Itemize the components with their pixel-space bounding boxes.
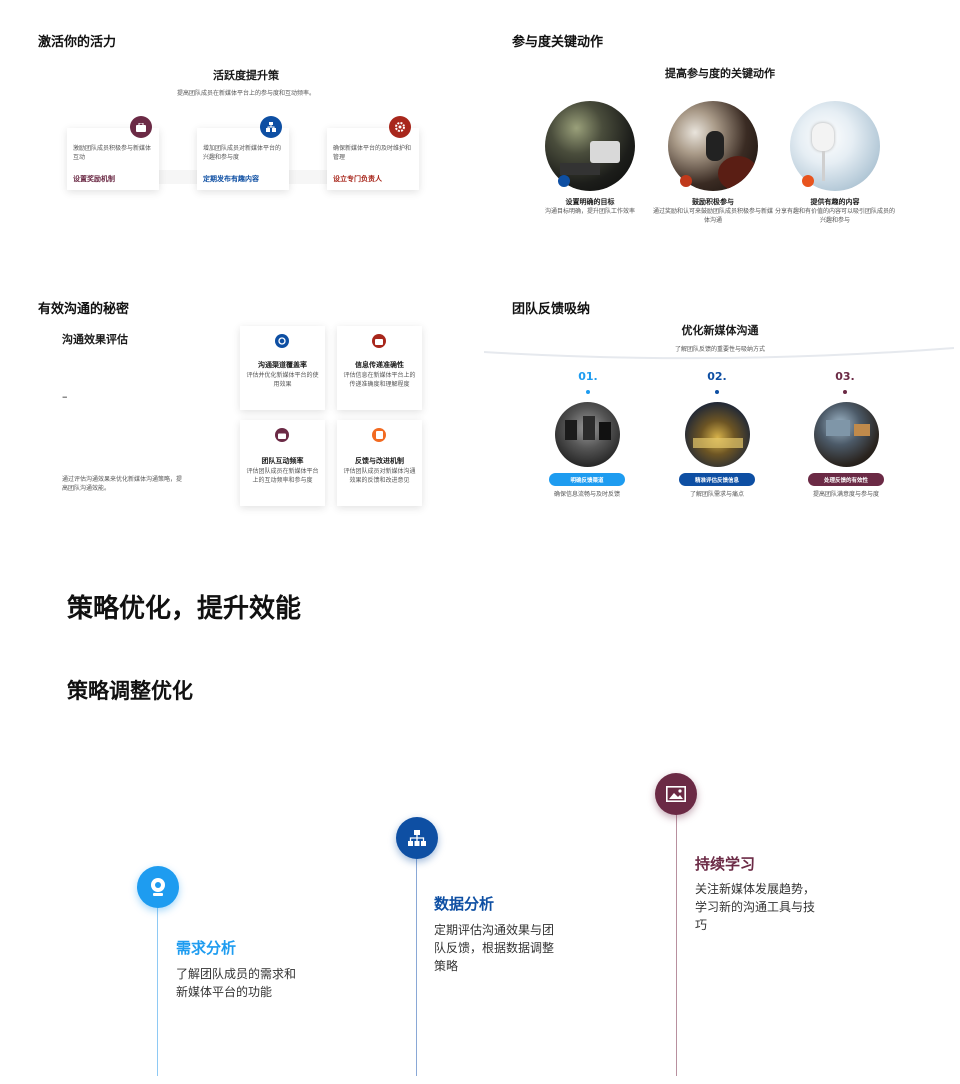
card-desc: 确保新媒体平台的及时维护和管理 <box>333 145 412 161</box>
slide-subtitle: 策略调整优化 <box>67 679 193 703</box>
section-title: 团队反馈吸纳 <box>512 302 591 317</box>
item-desc: 沟通目标明确，提升团队工作效率 <box>544 208 635 215</box>
photo-cameras <box>555 402 620 467</box>
metric-card: 反馈与改进机制 评估团队成员对新媒体沟通效果的反馈和改进意见 <box>337 420 422 506</box>
briefcase-icon <box>275 428 289 442</box>
section-title: 参与度关键动作 <box>512 35 604 50</box>
card-title: 信息传递准确性 <box>355 361 404 369</box>
document-icon <box>372 428 386 442</box>
card-title: 反馈与改进机制 <box>355 457 404 465</box>
card-label: 设立专门负责人 <box>333 175 382 183</box>
slide-title: 策略优化，提升效能 <box>67 594 302 624</box>
node-desc: 了解团队成员的需求和新媒体平台的功能 <box>176 967 297 999</box>
section-title: 有效沟通的秘密 <box>38 302 130 317</box>
step-desc: 提高团队满意度与参与度 <box>812 491 879 498</box>
step-desc: 了解团队需求与痛点 <box>689 491 744 498</box>
sitemap-icon <box>396 817 438 859</box>
step-pill: 处理反馈的有效性 <box>808 473 884 486</box>
step-number: 02. <box>707 370 727 383</box>
photo-edit-suite <box>814 402 879 467</box>
card-desc: 评估信息在新媒体平台上的传递准确度和理解程度 <box>343 372 416 388</box>
card-desc: 增加团队成员对新媒体平台的兴趣和参与度 <box>203 145 282 161</box>
card-title: 团队互动频率 <box>261 457 304 465</box>
slide-title: 优化新媒体沟通 <box>681 324 759 337</box>
photo-microphone-desk <box>545 101 635 191</box>
color-dot <box>558 175 570 187</box>
slide-subtitle: 提高团队成员在新媒体平台上的参与度和互动频率。 <box>176 90 315 97</box>
item-desc: 通过奖励和认可来鼓励团队成员积极参与新媒体沟通 <box>653 208 774 224</box>
image-icon <box>655 773 697 815</box>
metric-card: 沟通渠道覆盖率 评估并优化新媒体平台的使用效果 <box>240 326 325 410</box>
strategy-card: 确保新媒体平台的及时维护和管理 设立专门负责人 <box>327 128 419 190</box>
metric-card: 信息传递准确性 评估信息在新媒体平台上的传递准确度和理解程度 <box>337 326 422 410</box>
step-dot <box>715 390 719 394</box>
step-desc: 确保信息流畅与及时反馈 <box>553 491 620 498</box>
step-pill: 明确反馈渠道 <box>549 473 625 486</box>
node-title: 数据分析 <box>434 895 495 913</box>
dash: – <box>62 390 68 403</box>
timeline-line <box>416 856 417 1076</box>
slide-title: 活跃度提升策 <box>213 69 279 82</box>
target-icon <box>275 334 289 348</box>
item-title: 设置明确的目标 <box>565 198 615 206</box>
strategy-card: 增加团队成员对新媒体平台的兴趣和参与度 定期发布有趣内容 <box>197 128 289 190</box>
node-title: 需求分析 <box>176 939 237 957</box>
card-desc: 评估团队成员在新媒体平台上的互动频率和参与度 <box>246 468 319 484</box>
photo-mixing-console <box>685 402 750 467</box>
slide-title: 提高参与度的关键动作 <box>665 67 775 80</box>
node-desc: 定期评估沟通效果与团队反馈，根据数据调整策略 <box>434 923 555 973</box>
metric-card: 团队互动频率 评估团队成员在新媒体平台上的互动频率和参与度 <box>240 420 325 506</box>
left-desc: 通过评估沟通效果来优化新媒体沟通策略，提高团队沟通效能。 <box>62 476 183 492</box>
node-desc: 关注新媒体发展趋势，学习新的沟通工具与技巧 <box>695 882 816 932</box>
card-label: 设置奖励机制 <box>73 175 115 183</box>
slide-subtitle: 了解团队反馈的重要性与吸纳方式 <box>674 346 765 353</box>
item-title: 提供有趣的内容 <box>810 198 860 206</box>
strategy-card: 激励团队成员积极参与新媒体互动 设置奖励机制 <box>67 128 159 190</box>
card-desc: 评估并优化新媒体平台的使用效果 <box>246 372 319 388</box>
card-label: 定期发布有趣内容 <box>203 175 259 183</box>
timeline-line <box>676 812 677 1076</box>
node-title: 持续学习 <box>695 855 756 873</box>
item-title: 鼓励积极参与 <box>692 198 734 206</box>
card-desc: 评估团队成员对新媒体沟通效果的反馈和改进意见 <box>343 468 416 484</box>
decorative-arc <box>484 347 954 360</box>
item-desc: 分享有趣和有价值的内容可以吸引团队成员的兴趣和参与 <box>775 208 896 224</box>
section-title: 激活你的活力 <box>38 35 117 50</box>
color-dot <box>680 175 692 187</box>
step-number: 01. <box>578 370 598 383</box>
webcam-icon <box>137 866 179 908</box>
card-desc: 激励团队成员积极参与新媒体互动 <box>73 145 152 161</box>
left-title: 沟通效果评估 <box>62 333 128 346</box>
folder-icon <box>372 334 386 348</box>
step-pill: 精准评估反馈信息 <box>679 473 755 486</box>
timeline-line <box>157 906 158 1076</box>
briefcase-icon <box>130 116 152 138</box>
step-dot <box>843 390 847 394</box>
share-icon <box>260 116 282 138</box>
card-title: 沟通渠道覆盖率 <box>258 361 307 369</box>
step-dot <box>586 390 590 394</box>
color-dot <box>802 175 814 187</box>
gear-icon <box>389 116 411 138</box>
step-number: 03. <box>835 370 855 383</box>
